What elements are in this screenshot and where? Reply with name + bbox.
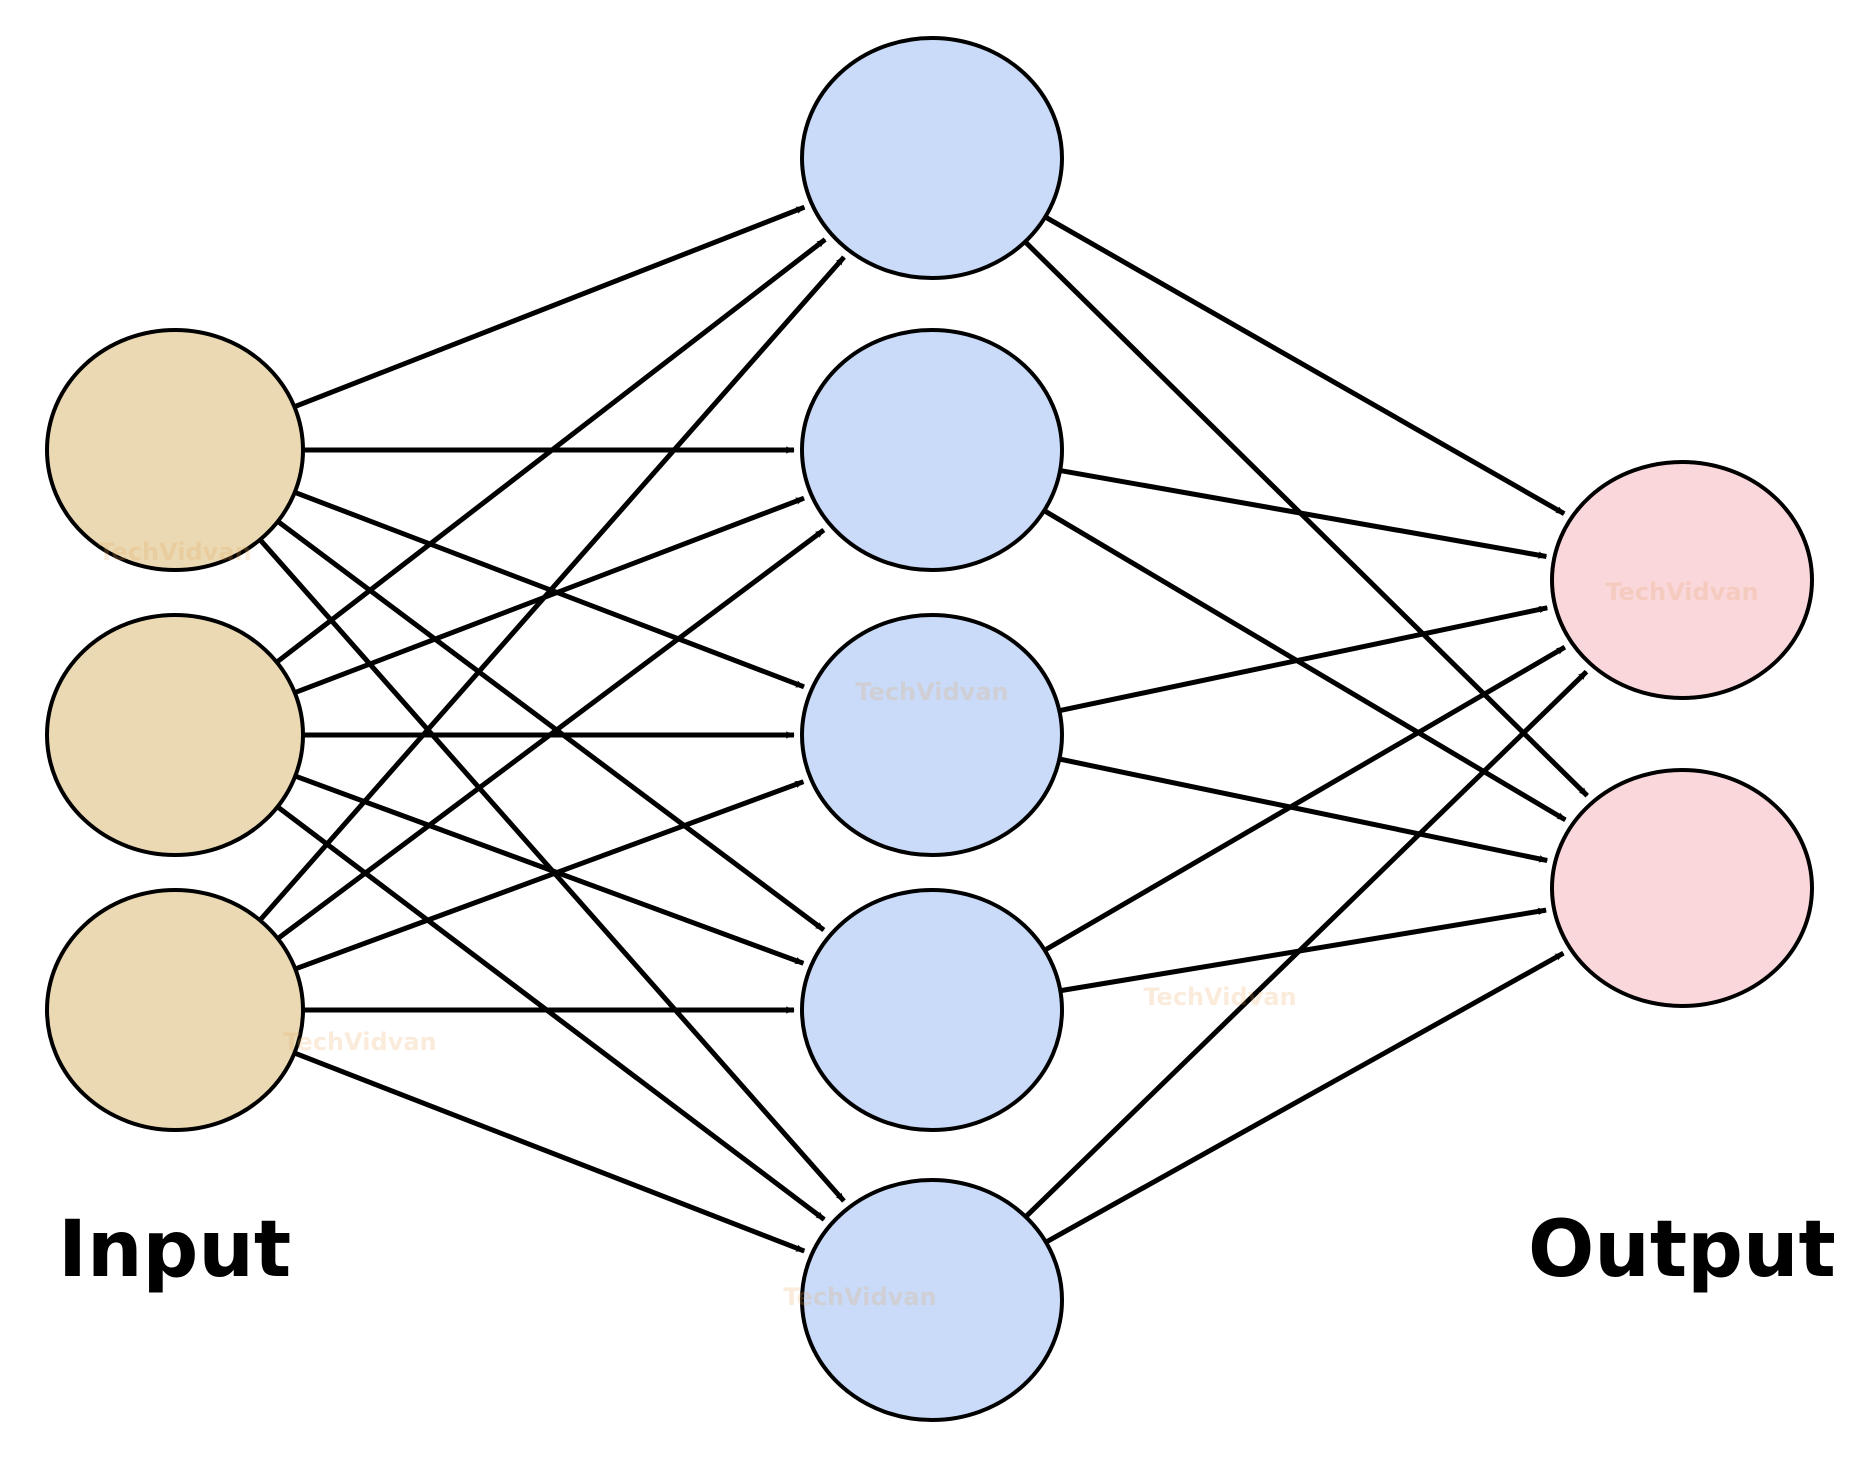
watermark-text: TechVidvan — [1143, 983, 1296, 1011]
input-node-1 — [45, 328, 305, 572]
hidden-node-3 — [800, 613, 1064, 857]
edge-hidden-2-output-2 — [1040, 507, 1567, 823]
edge-input-3-hidden-5 — [291, 1049, 806, 1254]
input-node-2 — [45, 613, 305, 857]
input-label: Input — [58, 1205, 292, 1295]
output-node-2 — [1550, 768, 1814, 1008]
hidden-node-2 — [800, 328, 1064, 572]
edge-hidden-3-output-2 — [1056, 756, 1548, 863]
edge-input-3-hidden-1 — [256, 255, 846, 924]
edge-input-3-hidden-3 — [292, 779, 805, 973]
edge-input-2-hidden-4 — [292, 772, 805, 966]
hidden-node-4 — [800, 888, 1064, 1132]
edge-hidden-2-output-1 — [1057, 467, 1548, 559]
watermark-text: TechVidvan — [855, 678, 1008, 706]
watermarks: TechVidvanTechVidvanTechVidvanTechVidvan… — [98, 538, 1758, 1311]
edge-input-3-hidden-2 — [274, 527, 826, 943]
output-node-1 — [1550, 460, 1814, 700]
watermark-text: TechVidvan — [1605, 578, 1758, 606]
hidden-node-5 — [800, 1178, 1064, 1422]
edge-input-2-hidden-1 — [273, 237, 827, 666]
edge-hidden-5-output-2 — [1042, 951, 1565, 1246]
edge-hidden-1-output-1 — [1041, 213, 1566, 516]
hidden-node-1 — [800, 36, 1064, 280]
edge-hidden-4-output-1 — [1041, 645, 1567, 954]
watermark-text: TechVidvan — [98, 538, 251, 566]
watermark-text: TechVidvan — [283, 1028, 436, 1056]
watermark-text: TechVidvan — [783, 1283, 936, 1311]
edge-input-1-hidden-1 — [291, 204, 806, 411]
input-node-3 — [45, 888, 305, 1132]
edge-hidden-5-output-1 — [1022, 669, 1589, 1221]
edge-hidden-3-output-1 — [1056, 605, 1549, 714]
edge-hidden-1-output-2 — [1021, 238, 1589, 798]
nodes — [45, 36, 1814, 1422]
connections — [256, 204, 1589, 1254]
edge-input-1-hidden-4 — [274, 517, 826, 933]
output-label: Output — [1528, 1205, 1836, 1295]
edge-input-1-hidden-3 — [291, 489, 805, 690]
